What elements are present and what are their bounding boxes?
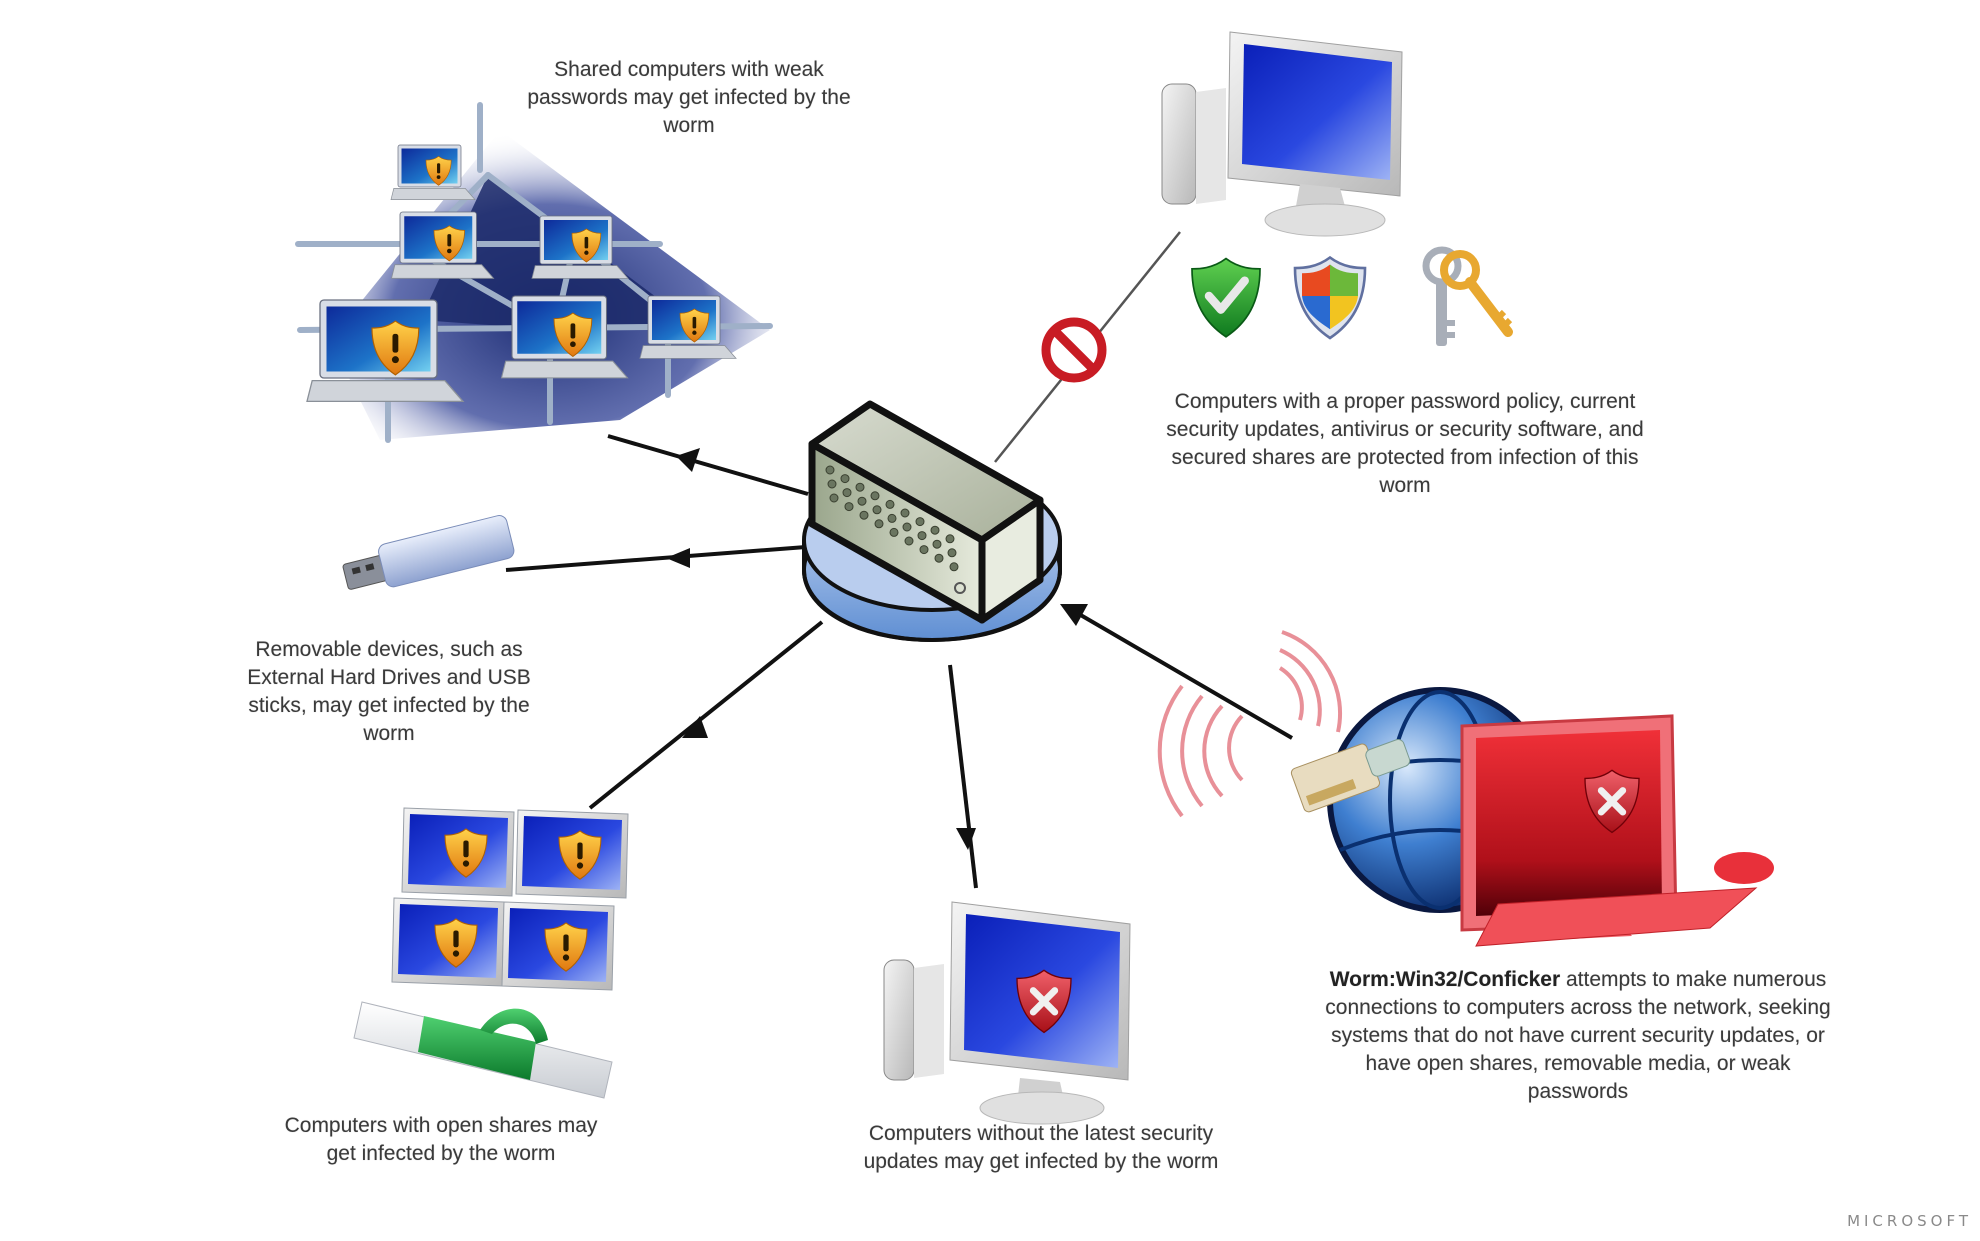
open-shares-node[interactable] [391, 807, 629, 991]
arrowhead-shared-network [676, 448, 700, 472]
hub-switch [802, 400, 1062, 643]
arrow-to-unpatched-pc [948, 664, 978, 889]
arrow-to-usb [505, 545, 807, 572]
switch-port [827, 479, 837, 489]
protected-computer-node[interactable] [1161, 31, 1403, 237]
switch-port [874, 519, 884, 529]
arrowhead-unpatched-pc [956, 828, 976, 850]
laptop-warning [500, 295, 629, 379]
switch-port [829, 493, 839, 503]
network-pipe [353, 1001, 613, 1099]
shared-monitor-warning [401, 807, 515, 897]
caption-open-shares: Computers with open shares may get infec… [284, 1114, 598, 1165]
shared-monitor-warning [501, 901, 615, 991]
caption-protected: Computers with a proper password policy,… [1166, 390, 1644, 497]
screen [1476, 730, 1662, 916]
switch-port [932, 539, 942, 549]
keys-icon [1422, 246, 1513, 346]
arrowhead-usb [666, 548, 690, 568]
switch-port [904, 536, 914, 546]
arrow-to-shared-network [607, 434, 809, 496]
arrow-to-open-shares [588, 620, 824, 810]
caption-shared-weak-passwords: Shared computers with weak passwords may… [527, 58, 851, 137]
switch-port [915, 517, 925, 527]
switch-port [947, 548, 957, 558]
worm-source-node[interactable] [1157, 630, 1774, 947]
laptop-warning [390, 144, 476, 200]
tower [1161, 83, 1197, 205]
worm-name: Worm:Win32/Conficker [1329, 968, 1561, 991]
switch-port [919, 545, 929, 555]
security-check-shield-icon [1191, 257, 1261, 338]
switch-side [978, 496, 1044, 624]
switch-port [825, 465, 835, 475]
switch-port [842, 488, 852, 498]
keyboard [1475, 887, 1758, 947]
arrowhead-open-shares [682, 716, 708, 738]
arrow-from-worm-source [1070, 608, 1294, 740]
caption-no-updates: Computers without the latest security up… [863, 1122, 1219, 1173]
laptop-warning [306, 299, 465, 403]
no-entry-icon [1041, 317, 1107, 383]
credit-label: MICROSOFT [1847, 1212, 1972, 1230]
arrowhead-hub [1060, 604, 1088, 626]
switch-port [889, 527, 899, 537]
laptop-warning [639, 295, 737, 359]
unpatched-computer-node[interactable] [883, 901, 1131, 1125]
switch-port [949, 562, 959, 572]
shared-network-node[interactable] [295, 102, 773, 443]
signal-waves-icon [1157, 630, 1342, 818]
switch-port [945, 534, 955, 544]
switch-port [872, 505, 882, 515]
switch-port [859, 510, 869, 520]
switch-port [885, 499, 895, 509]
switch-ports [825, 465, 959, 572]
switch-port [870, 491, 880, 501]
shared-monitor-warning [515, 809, 629, 899]
switch-port [930, 525, 940, 535]
switch-port [855, 482, 865, 492]
usb-body [378, 515, 515, 588]
switch-port [844, 502, 854, 512]
worm-description-text: attempts to make numerous connections to… [1325, 968, 1831, 1103]
caption-worm-description: Worm:Win32/Conficker attempts to make nu… [1318, 966, 1838, 1106]
switch-port [840, 474, 850, 484]
switch-port [917, 531, 927, 541]
switch-port [857, 496, 867, 506]
switch-port [934, 553, 944, 563]
windows-security-shield-icon [1293, 255, 1367, 340]
ethernet-plug-icon [1290, 739, 1411, 813]
laptop-warning [531, 215, 629, 279]
caption-removable-devices: Removable devices, such as External Hard… [247, 638, 531, 745]
switch-port [887, 513, 897, 523]
laptop-warning [390, 211, 495, 279]
switch-port [902, 522, 912, 532]
usb-drive-node[interactable] [340, 514, 516, 598]
switch-port [900, 508, 910, 518]
screen [1242, 44, 1392, 180]
shared-monitor-warning [391, 897, 505, 987]
mouse [1714, 852, 1774, 884]
